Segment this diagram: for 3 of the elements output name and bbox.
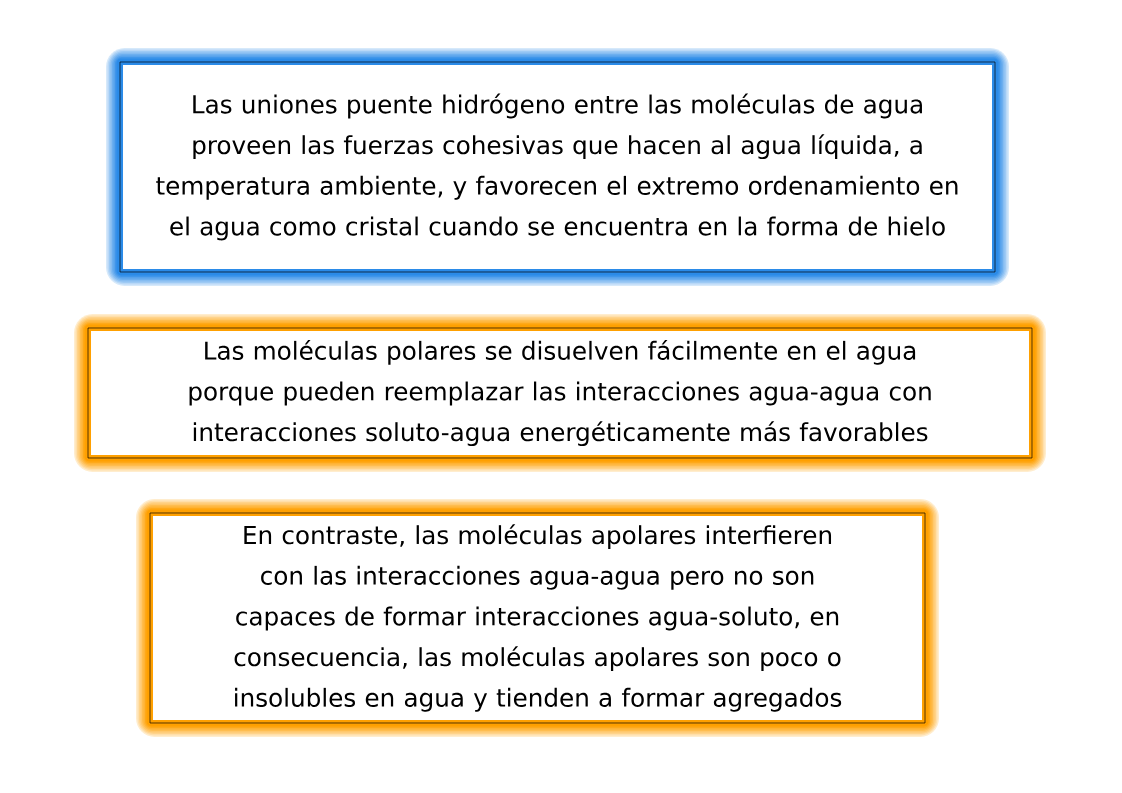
- text-box: En contraste, las moléculas apolares interfieren con las interacciones agua-agua pero no son capaces de formar interacciones agua-soluto, en consecuencia, las moléculas apolares son poco o insolubles en agua y tienden a formar agregados: [136, 499, 939, 737]
- text-box: Las moléculas polares se disuelven fácilmente en el agua porque pueden reemplazar las interacciones agua-agua con interacciones soluto-agua energéticamente más favorables: [74, 314, 1046, 472]
- text-box: Las uniones puente hidrógeno entre las moléculas de agua proveen las fuerzas cohesivas que hacen al agua líquida, a temperatura ambiente, y favorecen el extremo ordenamiento en el agua como cristal cuando se encuentra en la forma de hielo: [106, 48, 1009, 286]
